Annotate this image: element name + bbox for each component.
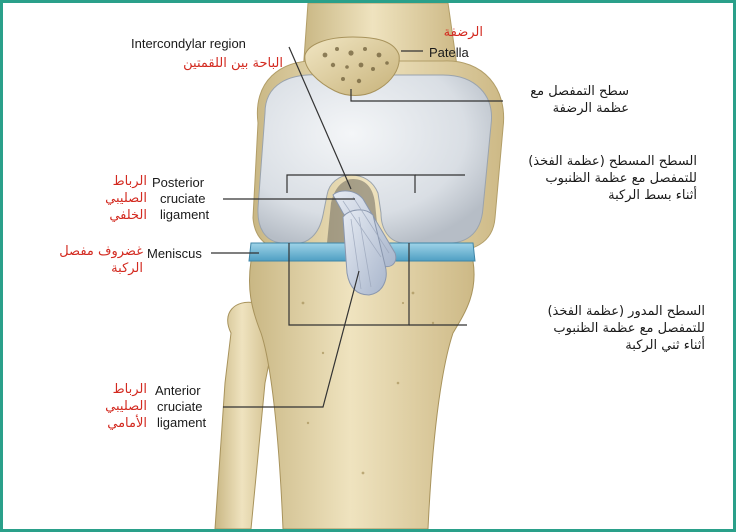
anterior-cruciate-ar-label: الرباط الصليبي الأمامي — [67, 381, 147, 432]
patellar-surface-line-2: عظمة الرضفة — [511, 100, 629, 117]
round-surface-line-2: للتمفصل مع عظمة الظنبوب — [473, 320, 705, 337]
flat-surface-line-2: للتمفصل مع عظمة الظنبوب — [465, 170, 697, 187]
meniscus-ar-2: الركبة — [23, 260, 143, 277]
anterior-cruciate-en-2: cruciate — [155, 399, 206, 415]
posterior-cruciate-en-label: Posterior cruciate ligament — [152, 175, 209, 223]
patellar-surface-line-1: سطح التمفصل مع — [511, 83, 629, 100]
anterior-cruciate-ar-1: الرباط — [67, 381, 147, 398]
flat-surface-line-3: أثناء بسط الركبة — [465, 187, 697, 204]
round-surface-ar-label: السطح المدور (عظمة الفخذ) للتمفصل مع عظم… — [473, 303, 705, 354]
patella-ar-label: الرضفة — [423, 24, 483, 41]
intercondylar-en-label: Intercondylar region — [131, 36, 246, 51]
tibia — [249, 261, 474, 529]
posterior-cruciate-ar-3: الخلفي — [67, 207, 147, 224]
anterior-cruciate-en-1: Anterior — [155, 383, 206, 399]
patella-en-label: Patella — [429, 45, 469, 60]
posterior-cruciate-ar-label: الرباط الصليبي الخلفي — [67, 173, 147, 224]
anterior-cruciate-ar-3: الأمامي — [67, 415, 147, 432]
flat-surface-ar-label: السطح المسطح (عظمة الفخذ) للتمفصل مع عظم… — [465, 153, 697, 204]
posterior-cruciate-en-2: cruciate — [152, 191, 209, 207]
round-surface-line-3: أثناء ثني الركبة — [473, 337, 705, 354]
meniscus-ar-label: غضروف مفصل الركبة — [23, 243, 143, 277]
anterior-cruciate-en-3: ligament — [155, 415, 206, 431]
anterior-cruciate-ar-2: الصليبي — [67, 398, 147, 415]
posterior-cruciate-en-1: Posterior — [152, 175, 209, 191]
anterior-cruciate-en-label: Anterior cruciate ligament — [155, 383, 206, 431]
intercondylar-ar-label: الباحة بين اللقمتين — [123, 55, 283, 72]
round-surface-line-1: السطح المدور (عظمة الفخذ) — [473, 303, 705, 320]
meniscus-en-label: Meniscus — [147, 246, 202, 261]
posterior-cruciate-ar-1: الرباط — [67, 173, 147, 190]
posterior-cruciate-ar-2: الصليبي — [67, 190, 147, 207]
meniscus-ar-1: غضروف مفصل — [23, 243, 143, 260]
patellar-surface-ar-label: سطح التمفصل مع عظمة الرضفة — [511, 83, 629, 117]
posterior-cruciate-en-3: ligament — [152, 207, 209, 223]
flat-surface-line-1: السطح المسطح (عظمة الفخذ) — [465, 153, 697, 170]
